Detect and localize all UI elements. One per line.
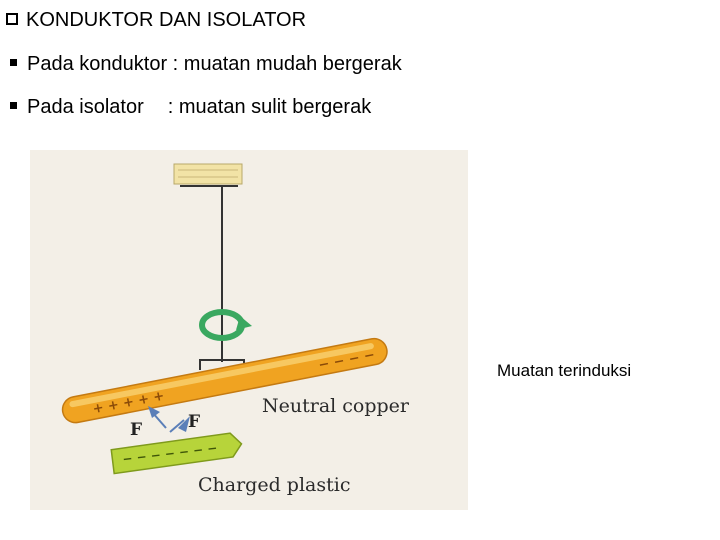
circular-arrow-icon — [199, 309, 252, 341]
filled-square-icon — [10, 102, 17, 109]
bullet-insulator: Pada isolator : muatan sulit bergerak — [10, 95, 371, 119]
checkbox-square-icon — [6, 13, 18, 25]
figure-drawing: + + + + + − − − − − − − − − − − — [61, 163, 388, 475]
bullet-desc: : muatan sulit bergerak — [167, 96, 372, 118]
bullet-desc: : muatan mudah bergerak — [172, 53, 402, 75]
ceiling-mount — [173, 163, 243, 185]
filled-square-icon — [10, 59, 17, 66]
plastic-label: Charged plastic — [198, 474, 351, 496]
force-label-right: F — [188, 412, 201, 432]
bullet-term: Pada isolator — [27, 96, 144, 118]
bullet-term: Pada konduktor — [27, 53, 168, 75]
force-arrows — [148, 406, 190, 433]
title-text: KONDUKTOR DAN ISOLATOR — [26, 9, 307, 31]
force-label-left: F — [130, 420, 143, 440]
induced-charge-caption: Muatan terinduksi — [497, 361, 632, 380]
bullet-conductor: Pada konduktor : muatan mudah bergerak — [10, 52, 402, 76]
copper-label: Neutral copper — [262, 395, 409, 417]
induction-figure: + + + + + − − − − − − − − − − − Neutral … — [30, 150, 468, 510]
slide-title: KONDUKTOR DAN ISOLATOR — [6, 8, 306, 32]
